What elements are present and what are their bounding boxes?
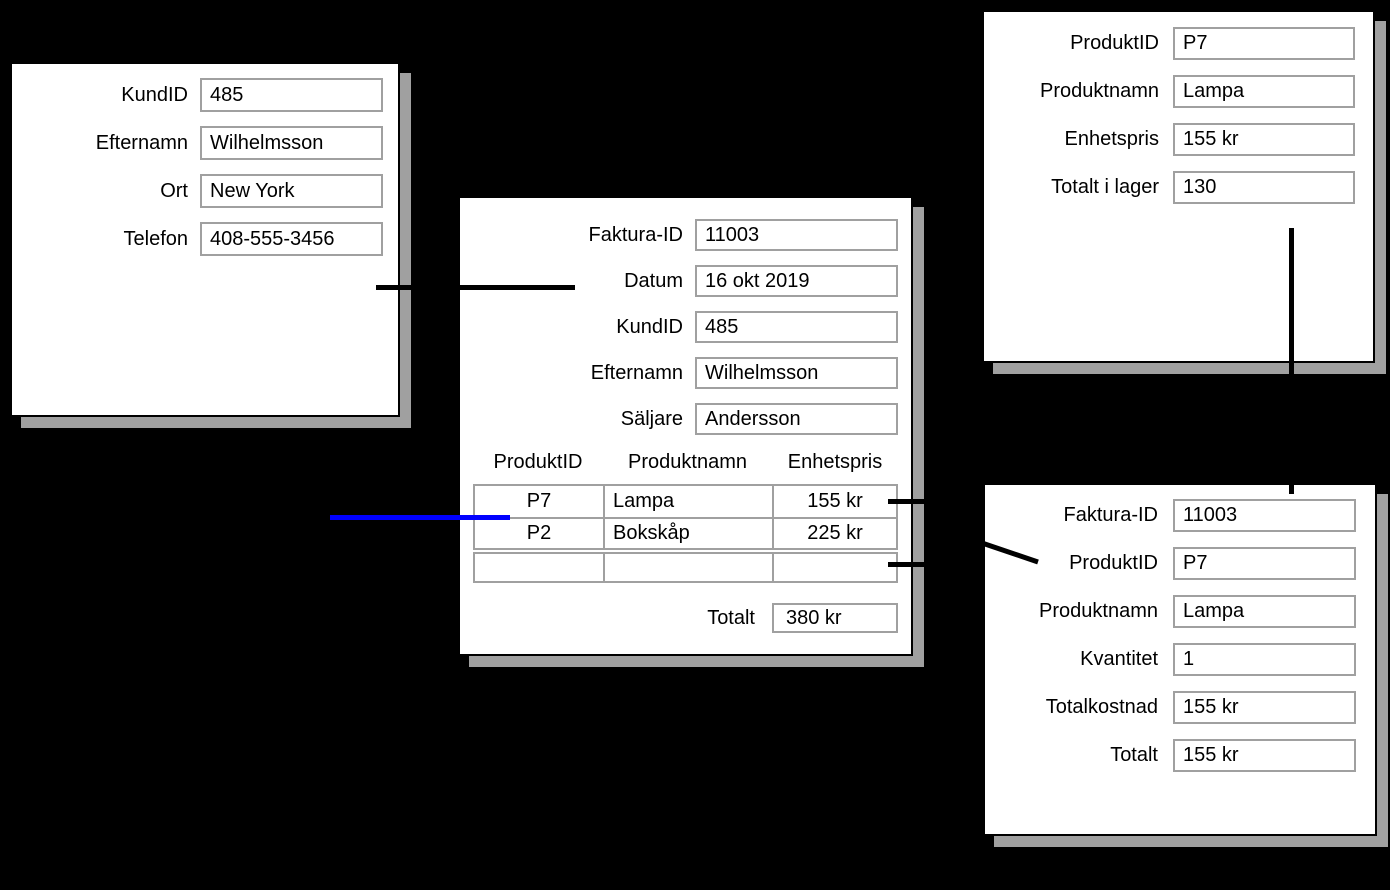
field-row: Efternamn Wilhelmsson xyxy=(460,357,911,389)
table-row: P7 Lampa 155 kr xyxy=(475,486,896,519)
product-enhetspris-input[interactable]: 155 kr xyxy=(1173,123,1355,156)
column-header-produktid: ProduktID xyxy=(493,450,583,473)
product-produktid-input[interactable]: P7 xyxy=(1173,27,1355,60)
field-row: Säljare Andersson xyxy=(460,403,911,435)
invoice-card: Faktura-ID 11003 Datum 16 okt 2019 KundI… xyxy=(458,196,913,656)
line-totalt-input[interactable]: 155 kr xyxy=(1173,739,1356,772)
field-row: Faktura-ID 11003 xyxy=(460,219,911,251)
field-row: Produktnamn Lampa xyxy=(984,75,1373,108)
field-row: Totalt i lager 130 xyxy=(984,171,1373,204)
product-enhetspris-label: Enhetspris xyxy=(1064,128,1160,150)
customer-kundid-input[interactable]: 485 xyxy=(200,78,383,112)
invoice-datum-label: Datum xyxy=(624,269,683,292)
invoice-saljare-label: Säljare xyxy=(620,407,683,430)
table-row xyxy=(475,554,896,581)
customer-efternamn-input[interactable]: Wilhelmsson xyxy=(200,126,383,160)
cell-enhetspris xyxy=(772,554,896,581)
product-lager-label: Totalt i lager xyxy=(1051,176,1159,198)
field-row: Ort New York xyxy=(12,174,398,208)
line-produktnamn-input[interactable]: Lampa xyxy=(1173,595,1356,628)
cell-enhetspris: 225 kr xyxy=(772,519,896,548)
field-row: ProduktID P7 xyxy=(984,27,1373,60)
invoice-efternamn-input[interactable]: Wilhelmsson xyxy=(695,357,898,389)
cell-produktid: P2 xyxy=(526,522,552,544)
column-header-produktnamn: Produktnamn xyxy=(628,450,747,473)
field-row: Produktnamn Lampa xyxy=(985,595,1375,628)
relation-line-product-invoiceline xyxy=(1289,228,1294,494)
line-fakturaid-input[interactable]: 11003 xyxy=(1173,499,1356,532)
invoice-total-label: Totalt xyxy=(707,606,755,629)
customer-ort-input[interactable]: New York xyxy=(200,174,383,208)
field-row: Telefon 408-555-3456 xyxy=(12,222,398,256)
cell-produktnamn: Bokskåp xyxy=(603,519,772,548)
customer-telefon-label: Telefon xyxy=(123,227,189,250)
line-totalt-label: Totalt xyxy=(1110,744,1158,766)
customer-card: KundID 485 Efternamn Wilhelmsson Ort New… xyxy=(10,62,400,417)
field-row: Efternamn Wilhelmsson xyxy=(12,126,398,160)
line-totalkostnad-input[interactable]: 155 kr xyxy=(1173,691,1356,724)
invoice-kundid-input[interactable]: 485 xyxy=(695,311,898,343)
cell-produktnamn xyxy=(603,554,772,581)
customer-efternamn-label: Efternamn xyxy=(95,131,188,154)
cell-produktid xyxy=(475,554,603,581)
customer-telefon-input[interactable]: 408-555-3456 xyxy=(200,222,383,256)
relation-line-invoiceline-produktid xyxy=(981,540,1039,565)
customer-ort-label: Ort xyxy=(160,179,188,202)
customer-kundid-label: KundID xyxy=(121,83,188,106)
line-totalkostnad-label: Totalkostnad xyxy=(1045,696,1158,718)
field-row: KundID 485 xyxy=(460,311,911,343)
line-produktid-input[interactable]: P7 xyxy=(1173,547,1356,580)
field-row: Totalkostnad 155 kr xyxy=(985,691,1375,724)
column-header-enhetspris: Enhetspris xyxy=(787,450,883,473)
product-lager-input[interactable]: 130 xyxy=(1173,171,1355,204)
invoice-fakturaid-input[interactable]: 11003 xyxy=(695,219,898,251)
invoice-efternamn-label: Efternamn xyxy=(590,361,683,384)
field-row: Totalt 155 kr xyxy=(985,739,1375,772)
product-produktid-label: ProduktID xyxy=(1070,32,1159,54)
product-card: ProduktID P7 Produktnamn Lampa Enhetspri… xyxy=(982,10,1375,363)
invoice-saljare-input[interactable]: Andersson xyxy=(695,403,898,435)
field-row: KundID 485 xyxy=(12,78,398,112)
line-kvantitet-input[interactable]: 1 xyxy=(1173,643,1356,676)
field-row: Faktura-ID 11003 xyxy=(985,499,1375,532)
line-produktid-label: ProduktID xyxy=(1069,552,1158,574)
relation-line-emptyrow-stub xyxy=(888,562,928,567)
empty-line-item-row xyxy=(473,552,898,583)
product-produktnamn-label: Produktnamn xyxy=(1040,80,1159,102)
line-produktnamn-label: Produktnamn xyxy=(1039,600,1158,622)
line-items-table: P7 Lampa 155 kr P2 Bokskåp 225 kr xyxy=(473,484,898,550)
field-row: Kvantitet 1 xyxy=(985,643,1375,676)
invoice-kundid-label: KundID xyxy=(616,315,683,338)
cell-produktid: P7 xyxy=(475,486,603,519)
line-fakturaid-label: Faktura-ID xyxy=(1063,504,1158,526)
field-row: ProduktID P7 xyxy=(985,547,1375,580)
invoice-datum-input[interactable]: 16 okt 2019 xyxy=(695,265,898,297)
relation-line-customer-invoice xyxy=(376,285,575,290)
line-kvantitet-label: Kvantitet xyxy=(1080,648,1158,670)
highlight-line-lineitem xyxy=(330,515,510,520)
line-items-header-row: ProduktID Produktnamn Enhetspris xyxy=(473,449,911,475)
field-row: Datum 16 okt 2019 xyxy=(460,265,911,297)
cell-produktnamn: Lampa xyxy=(603,486,772,519)
invoice-fakturaid-label: Faktura-ID xyxy=(588,223,683,246)
invoice-total-row: Totalt 380 kr xyxy=(460,603,911,633)
product-produktnamn-input[interactable]: Lampa xyxy=(1173,75,1355,108)
field-row: Enhetspris 155 kr xyxy=(984,123,1373,156)
invoice-line-card: Faktura-ID 11003 ProduktID P7 Produktnam… xyxy=(983,483,1377,836)
table-row: P2 Bokskåp 225 kr xyxy=(475,519,896,548)
invoice-total-value: 380 kr xyxy=(772,603,898,633)
relation-line-row1-stub xyxy=(888,499,928,504)
cell-enhetspris: 155 kr xyxy=(772,486,896,519)
